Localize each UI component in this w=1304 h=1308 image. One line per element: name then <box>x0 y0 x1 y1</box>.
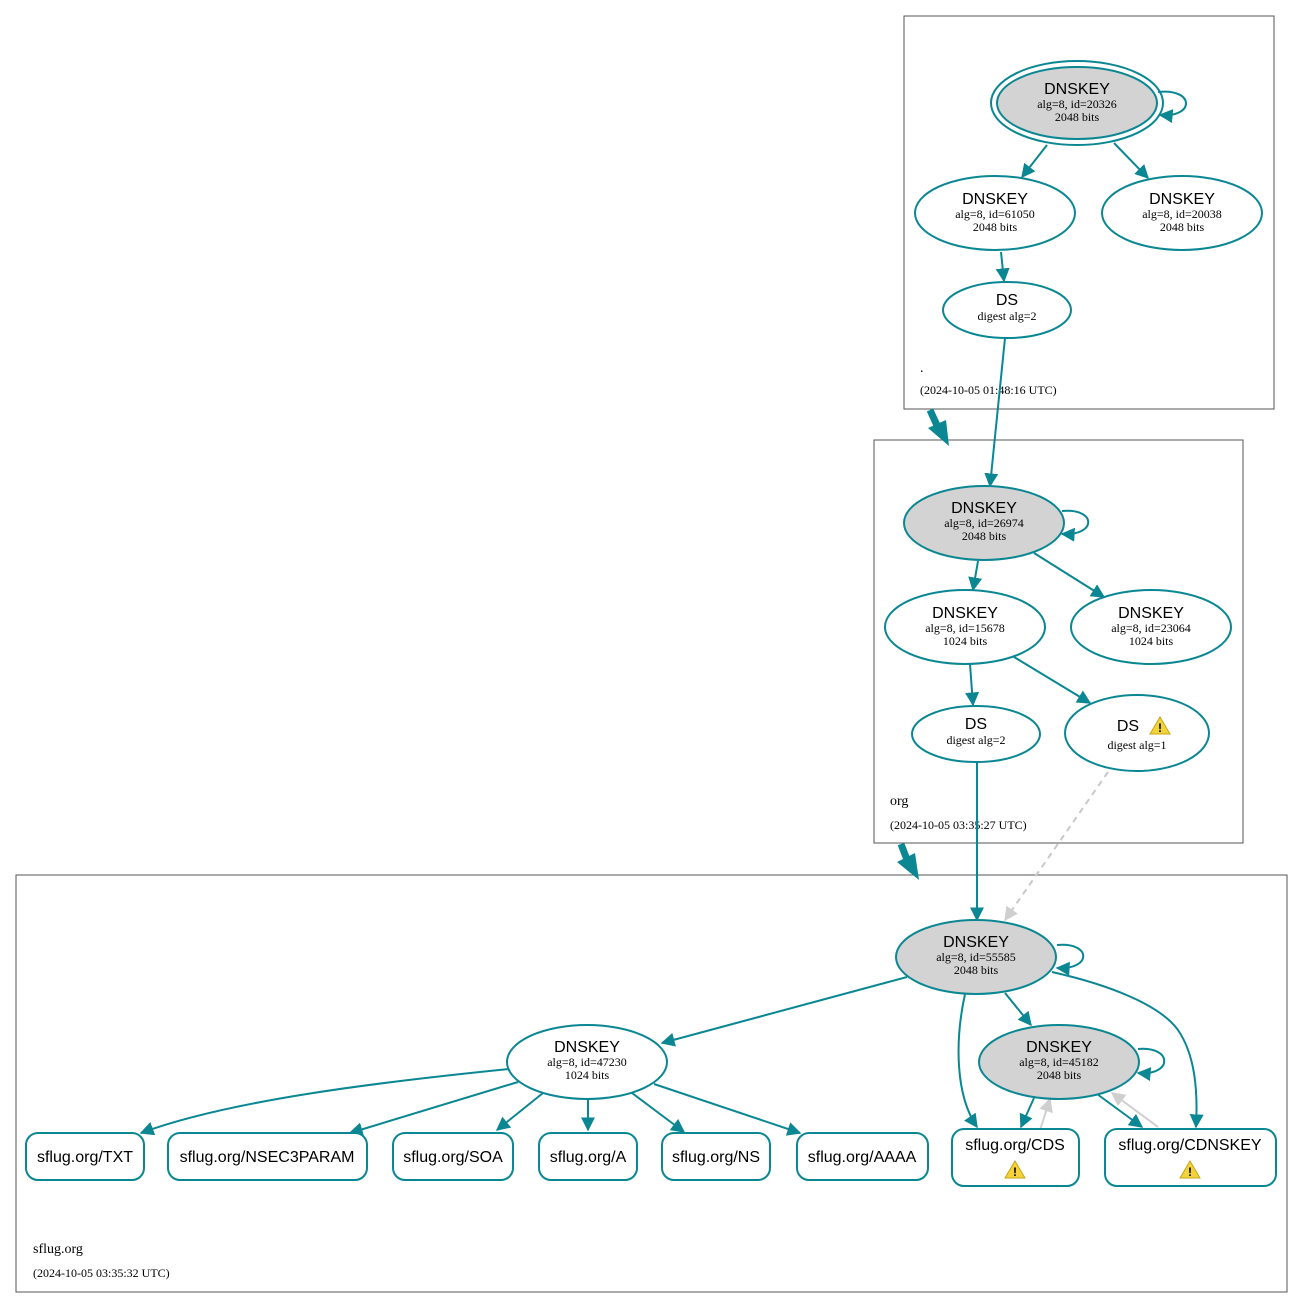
edge-ksk2-self <box>1136 1047 1166 1082</box>
node-line1: digest alg=2 <box>946 733 1005 747</box>
record-label: sflug.org/CDS <box>965 1137 1065 1154</box>
edge-org-ds-org-ksk <box>984 337 1006 488</box>
node-line1: digest alg=2 <box>977 309 1036 323</box>
node-line1: alg=8, id=20038 <box>1142 207 1222 221</box>
edge-sflug-ksk-ksk2 <box>1004 992 1032 1027</box>
node-title: DNSKEY <box>1149 191 1215 208</box>
node-sflug-ksk-45182[interactable]: DNSKEY alg=8, id=45182 2048 bits <box>978 1024 1140 1100</box>
node-title: DNSKEY <box>951 500 1017 517</box>
node-line2: 2048 bits <box>962 529 1007 543</box>
node-title: DNSKEY <box>1118 605 1184 622</box>
record-label: sflug.org/A <box>550 1149 627 1166</box>
node-line2: 2048 bits <box>954 963 999 977</box>
node-root-ksk[interactable]: DNSKEY alg=8, id=20326 2048 bits <box>990 60 1164 146</box>
edge-org-ksk-self <box>1060 509 1090 542</box>
node-line2: 1024 bits <box>943 634 988 648</box>
record-soa[interactable]: sflug.org/SOA <box>392 1132 514 1181</box>
node-line1: alg=8, id=15678 <box>925 621 1005 635</box>
node-line1: alg=8, id=20326 <box>1037 97 1117 111</box>
zone-org-box <box>873 439 1244 844</box>
node-title: DNSKEY <box>1026 1039 1092 1056</box>
node-sflug-ds-alg1[interactable]: DS digest alg=1 <box>1064 694 1210 772</box>
node-title: DS <box>1117 718 1139 735</box>
node-root-zsk-20038[interactable]: DNSKEY alg=8, id=20038 2048 bits <box>1101 175 1263 251</box>
edge-zsk-txt <box>139 1068 510 1136</box>
record-a[interactable]: sflug.org/A <box>538 1132 638 1181</box>
node-line1: alg=8, id=47230 <box>547 1055 627 1069</box>
node-org-zsk-23064[interactable]: DNSKEY alg=8, id=23064 1024 bits <box>1070 589 1232 665</box>
edge-sflug-ksk-zsk <box>660 976 908 1047</box>
node-line1: alg=8, id=55585 <box>936 950 1016 964</box>
zone-root-name: . <box>920 361 924 376</box>
edge-cdnskey-ksk2 <box>1110 1092 1159 1128</box>
record-aaaa[interactable]: sflug.org/AAAA <box>796 1132 929 1181</box>
edge-sflug-ksk-cdnskey <box>1051 971 1204 1129</box>
edge-zsk-nsec3param <box>348 1081 519 1137</box>
zone-sflug-box <box>15 874 1288 1293</box>
edge-org-zsk1-ds1 <box>1013 656 1092 704</box>
node-title: DNSKEY <box>932 605 998 622</box>
edge-ksk2-cdnskey <box>1096 1093 1144 1128</box>
node-line2: 2048 bits <box>1160 220 1205 234</box>
edge-root-ksk-zsk2 <box>1113 142 1149 180</box>
zone-sflug-timestamp: (2024-10-05 03:35:32 UTC) <box>33 1266 170 1280</box>
zone-org-timestamp: (2024-10-05 03:35:27 UTC) <box>890 818 1027 832</box>
node-title: DNSKEY <box>1044 81 1110 98</box>
edge-ds1-sflug-ksk <box>1004 771 1109 922</box>
edge-zsk-aaaa <box>653 1083 802 1136</box>
record-cds[interactable]: sflug.org/CDS <box>951 1128 1080 1187</box>
zone-org-name: org <box>890 794 908 809</box>
record-txt[interactable]: sflug.org/TXT <box>25 1132 145 1181</box>
edge-cds-ksk2 <box>1039 1097 1053 1131</box>
node-sflug-ds-alg2[interactable]: DS digest alg=2 <box>911 705 1041 763</box>
node-line2: 2048 bits <box>973 220 1018 234</box>
edge-org-ksk-zsk1 <box>968 560 983 592</box>
node-line2: 2048 bits <box>1037 1068 1082 1082</box>
zone-sflug-name: sflug.org <box>33 1242 83 1257</box>
node-title: DS <box>965 716 987 733</box>
edge-sflug-ksk-self <box>1055 943 1085 976</box>
zone-root-timestamp: (2024-10-05 01:48:16 UTC) <box>920 383 1057 397</box>
edge-root-ksk-self <box>1157 90 1187 124</box>
node-root-zsk-61050[interactable]: DNSKEY alg=8, id=61050 2048 bits <box>914 175 1076 251</box>
delegation-arrowhead-root-org <box>928 420 949 446</box>
node-line2: 1024 bits <box>565 1068 610 1082</box>
node-title: DNSKEY <box>962 191 1028 208</box>
edge-zsk-ns <box>631 1092 686 1133</box>
node-sflug-zsk-47230[interactable]: DNSKEY alg=8, id=47230 1024 bits <box>506 1024 668 1100</box>
node-org-zsk-15678[interactable]: DNSKEY alg=8, id=15678 1024 bits <box>884 589 1046 665</box>
node-line2: 2048 bits <box>1055 110 1100 124</box>
node-sflug-ksk[interactable]: DNSKEY alg=8, id=55585 2048 bits <box>895 919 1057 995</box>
node-line1: alg=8, id=61050 <box>955 207 1035 221</box>
edge-root-ksk-zsk1 <box>1021 144 1048 179</box>
node-title: DNSKEY <box>943 934 1009 951</box>
record-ns[interactable]: sflug.org/NS <box>661 1132 771 1181</box>
edge-sflug-ksk-cds <box>957 993 978 1129</box>
node-org-ds[interactable]: DS digest alg=2 <box>942 281 1072 339</box>
edge-ksk2-cds <box>1019 1097 1035 1129</box>
record-label: sflug.org/SOA <box>403 1149 503 1166</box>
record-cdnskey[interactable]: sflug.org/CDNSKEY <box>1104 1128 1277 1187</box>
edge-root-zsk1-ds <box>995 251 1010 283</box>
record-label: sflug.org/NSEC3PARAM <box>180 1149 355 1166</box>
edge-zsk-soa <box>495 1092 544 1131</box>
record-label: sflug.org/AAAA <box>808 1149 917 1166</box>
record-label: sflug.org/CDNSKEY <box>1118 1137 1261 1154</box>
node-org-ksk[interactable]: DNSKEY alg=8, id=26974 2048 bits <box>903 485 1065 561</box>
zone-root-box <box>903 15 1275 410</box>
edge-org-zsk1-ds2 <box>965 663 980 707</box>
node-title: DS <box>996 292 1018 309</box>
delegation-arrowhead-org-sflug <box>897 853 919 880</box>
node-line1: alg=8, id=26974 <box>944 516 1024 530</box>
node-line1: alg=8, id=45182 <box>1019 1055 1099 1069</box>
node-line1: digest alg=1 <box>1107 738 1166 752</box>
edge-org-ksk-zsk2 <box>1033 552 1106 598</box>
node-title: DNSKEY <box>554 1039 620 1056</box>
node-line1: alg=8, id=23064 <box>1111 621 1191 635</box>
node-line2: 1024 bits <box>1129 634 1174 648</box>
record-label: sflug.org/NS <box>672 1149 760 1166</box>
record-label: sflug.org/TXT <box>37 1149 133 1166</box>
record-nsec3param[interactable]: sflug.org/NSEC3PARAM <box>167 1132 368 1181</box>
